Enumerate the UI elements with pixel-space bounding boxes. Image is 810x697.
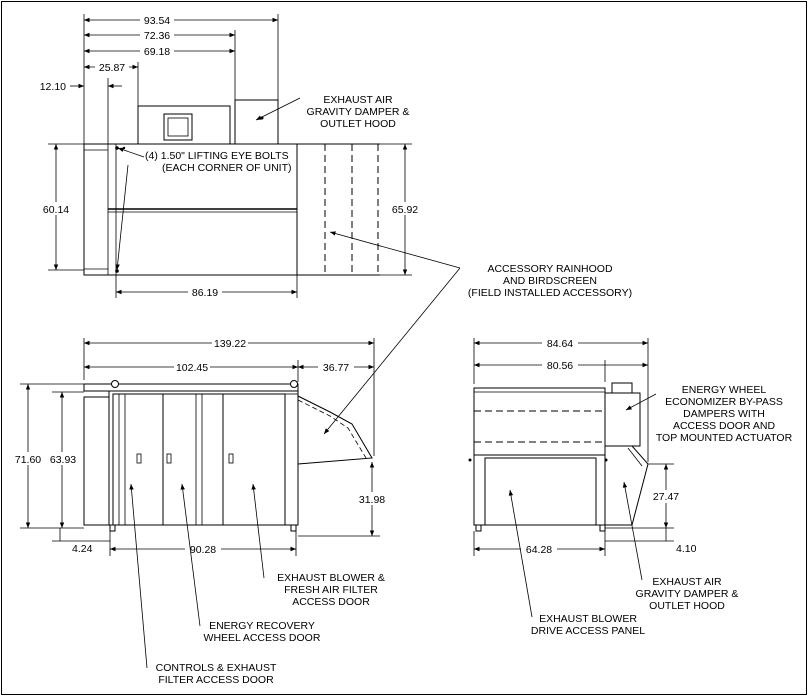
dim-27-47: 27.47 (650, 464, 684, 528)
callout-text: (EACH CORNER OF UNIT) (162, 162, 292, 174)
side-view-economizer (604, 392, 641, 447)
callout-text: (4) 1.50" LIFTING EYE BOLTS (145, 150, 289, 162)
dim-25-87: 25.87 (84, 60, 138, 74)
callout-text: DAMPERS WITH (683, 408, 765, 420)
callout-text: EXHAUST AIR (652, 576, 722, 588)
dim-60-14: 60.14 (40, 143, 84, 271)
callout-text: OUTLET HOOD (649, 600, 725, 612)
dim-label: 93.54 (144, 15, 170, 27)
dim-71-60: 71.60 (10, 384, 46, 528)
callout-text: ECONOMIZER BY-PASS (665, 396, 783, 408)
dim-label: 63.93 (50, 454, 76, 466)
dim-72-36: 72.36 (84, 28, 235, 42)
dim-80-56: 80.56 (474, 358, 648, 372)
dim-label: 65.92 (392, 204, 418, 216)
side-view: 84.64 80.56 27.47 4.10 64.28 ENERGY WHEE… (468, 336, 793, 637)
callout-text: FRESH AIR FILTER (284, 584, 378, 596)
dim-label: 12.10 (40, 81, 66, 93)
front-view: 139.22 102.45 36.77 71.60 63.93 31.98 (10, 336, 390, 686)
dim-4-24: 4.24 (59, 528, 93, 555)
dim-label: 60.14 (43, 204, 69, 216)
callout-text: WHEEL ACCESS DOOR (204, 632, 321, 644)
front-view-rainhood (297, 395, 373, 465)
callout-text: AND BIRDSCREEN (503, 275, 597, 287)
dim-label: 69.18 (144, 46, 170, 58)
front-view-left-panel (83, 396, 110, 526)
callout-exhaust-damper-side: EXHAUST AIR GRAVITY DAMPER & OUTLET HOOD (622, 481, 739, 612)
top-view: 93.54 72.36 69.18 25.87 12.10 60.14 (40, 13, 632, 435)
callout-text: DRIVE ACCESS PANEL (531, 625, 645, 637)
callout-exhaust-blower-door: EXHAUST BLOWER & FRESH AIR FILTER ACCESS… (251, 483, 385, 608)
callout-text: EXHAUST BLOWER & (277, 572, 385, 584)
dim-label: 71.60 (15, 454, 41, 466)
dim-label: 64.28 (526, 544, 552, 556)
callout-lifting-eye-bolts: (4) 1.50" LIFTING EYE BOLTS (EACH CORNER… (115, 147, 292, 271)
side-view-actuator (611, 382, 633, 394)
dim-label: 31.98 (359, 494, 385, 506)
dim-label: 102.45 (176, 362, 208, 374)
callout-text: ENERGY RECOVERY (209, 620, 315, 632)
callout-text: GRAVITY DAMPER & (636, 588, 739, 600)
callout-controls-door: CONTROLS & EXHAUST FILTER ACCESS DOOR (129, 483, 277, 686)
callout-text: CONTROLS & EXHAUST (156, 662, 277, 674)
dim-label: 36.77 (323, 362, 349, 374)
callout-text: ENERGY WHEEL (682, 384, 767, 396)
callout-rainhood: ACCESSORY RAINHOOD AND BIRDSCREEN (FIELD… (323, 231, 632, 435)
callout-text: EXHAUST AIR (323, 94, 393, 106)
dim-90-28: 90.28 (109, 531, 297, 556)
callout-text: OUTLET HOOD (320, 118, 396, 130)
dim-86-19: 86.19 (115, 275, 298, 299)
callout-text: ACCESSORY RAINHOOD (487, 263, 612, 275)
callout-economizer-dampers: ENERGY WHEEL ECONOMIZER BY-PASS DAMPERS … (625, 384, 793, 444)
dim-36-77: 36.77 (298, 360, 374, 374)
callout-text: ACCESS DOOR AND (673, 420, 776, 432)
dim-31-98: 31.98 (298, 462, 390, 537)
dim-label: 86.19 (192, 287, 218, 299)
callout-energy-wheel-door: ENERGY RECOVERY WHEEL ACCESS DOOR (180, 483, 321, 644)
dim-64-28: 64.28 (473, 531, 606, 556)
dim-label: 80.56 (547, 360, 573, 372)
top-view-rainhood (297, 143, 380, 276)
dim-label: 84.64 (547, 338, 573, 350)
top-view-exhaust-damper-hood (234, 99, 279, 145)
callout-text: (FIELD INSTALLED ACCESSORY) (468, 287, 632, 299)
side-view-damper-hood (604, 445, 649, 526)
callout-text: TOP MOUNTED ACTUATOR (656, 432, 793, 444)
side-view-drive-access-panel (484, 457, 597, 526)
dim-label: 139.22 (214, 338, 246, 350)
dim-102-45: 102.45 (84, 360, 298, 374)
dim-139-22: 139.22 (84, 336, 374, 350)
dim-label: 4.24 (72, 543, 93, 555)
dim-label: 27.47 (653, 491, 679, 503)
callout-text: EXHAUST BLOWER (539, 613, 637, 625)
callout-text: ACCESS DOOR (292, 596, 370, 608)
callout-text: FILTER ACCESS DOOR (158, 674, 274, 686)
dim-label: 90.28 (190, 544, 216, 556)
front-view-unit-body (108, 390, 299, 526)
dim-93-54: 93.54 (84, 13, 278, 27)
dim-65-92: 65.92 (380, 143, 422, 276)
dim-84-64: 84.64 (474, 336, 648, 350)
dim-label: 25.87 (99, 62, 125, 74)
dim-12-10: 12.10 (40, 81, 122, 93)
top-view-intake-hood (137, 105, 231, 145)
callout-text: GRAVITY DAMPER & (307, 106, 410, 118)
side-view-unit-body (473, 387, 606, 526)
callout-exhaust-damper-top: EXHAUST AIR GRAVITY DAMPER & OUTLET HOOD (255, 94, 410, 130)
dim-label: 72.36 (144, 30, 170, 42)
dim-63-93: 63.93 (46, 392, 80, 528)
callout-drive-access-panel: EXHAUST BLOWER DRIVE ACCESS PANEL (508, 489, 645, 637)
dim-4-10: 4.10 (665, 528, 697, 555)
dim-69-18: 69.18 (84, 44, 235, 58)
dim-label: 4.10 (676, 543, 697, 555)
